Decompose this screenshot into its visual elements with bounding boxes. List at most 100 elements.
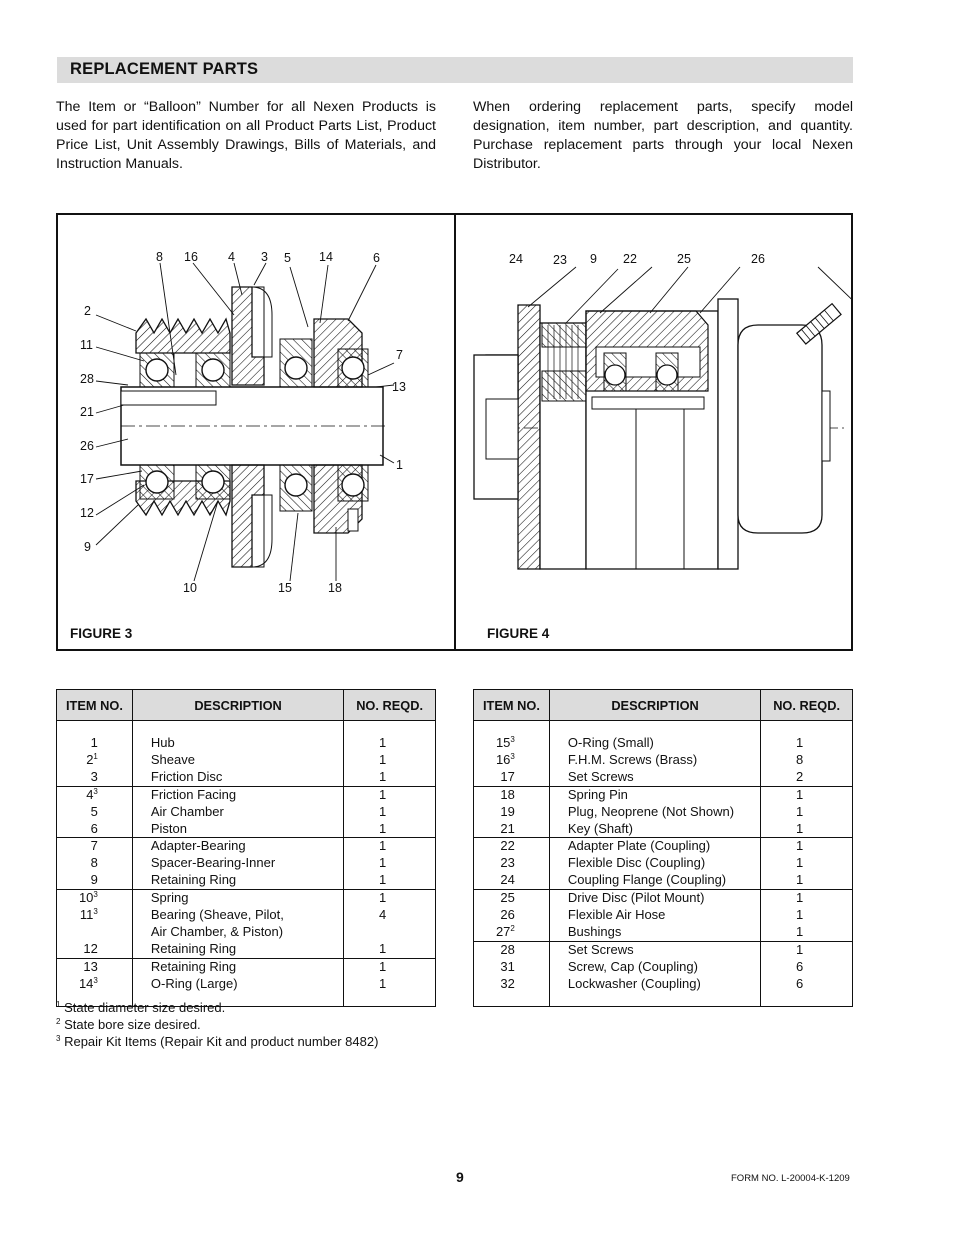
- part-description: Hub: [131, 735, 345, 752]
- intro-left-paragraph: The Item or “Balloon” Number for all Nex…: [56, 99, 436, 172]
- quantity-required: 1: [760, 803, 853, 821]
- item-number: 163: [473, 751, 550, 769]
- qty-header: NO. REQD.: [343, 689, 436, 721]
- part-description: Adapter Plate (Coupling): [548, 837, 762, 856]
- figure-3-caption: FIGURE 3: [70, 626, 133, 641]
- quantity-required: 4: [343, 907, 436, 924]
- callout-label: 13: [392, 380, 406, 394]
- callout-label: 9: [84, 540, 91, 554]
- part-description: Spacer-Bearing-Inner: [131, 855, 345, 873]
- callout-label: 21: [80, 405, 94, 419]
- quantity-required: 1: [760, 820, 853, 839]
- part-description: Air Chamber, & Piston): [131, 923, 345, 941]
- callout-label: 22: [623, 252, 637, 266]
- callout-label: 15: [278, 581, 292, 595]
- quantity-required: 1: [343, 768, 436, 787]
- part-description: Piston: [131, 820, 345, 839]
- item-number: 143: [56, 975, 133, 993]
- figure-divider: [454, 215, 456, 649]
- quantity-required: 1: [760, 923, 853, 942]
- table-row: Air Chamber, & Piston): [56, 923, 436, 941]
- item-number: 21: [473, 820, 550, 839]
- item-number: 21: [56, 751, 133, 769]
- part-description: Spring Pin: [548, 786, 762, 804]
- figures-panel: 8 16 4 3 5 14 6 2 11 7 28 13 21 26 1 17 …: [56, 213, 853, 651]
- item-number: [56, 923, 133, 941]
- item-no-header: ITEM NO.: [473, 689, 550, 721]
- quantity-required: 6: [760, 975, 853, 993]
- callout-label: 23: [553, 253, 567, 267]
- part-description: F.H.M. Screws (Brass): [548, 751, 762, 769]
- item-number: 13: [56, 958, 133, 976]
- item-number: 113: [56, 907, 133, 924]
- part-description: Plug, Neoprene (Not Shown): [548, 803, 762, 821]
- item-no-header: ITEM NO.: [56, 689, 133, 721]
- item-number: 28: [473, 941, 550, 959]
- item-number: 17: [473, 768, 550, 787]
- callout-label: 14: [319, 250, 333, 264]
- quantity-required: 1: [343, 872, 436, 891]
- footnote: 3 Repair Kit Items (Repair Kit and produ…: [56, 1034, 379, 1049]
- part-description: Adapter-Bearing: [131, 837, 345, 856]
- quantity-required: 1: [760, 837, 853, 856]
- item-number: 25: [473, 889, 550, 908]
- qty-header: NO. REQD.: [760, 689, 853, 721]
- callout-label: 7: [396, 348, 403, 362]
- item-number: 6: [56, 820, 133, 839]
- part-description: Retaining Ring: [131, 872, 345, 891]
- quantity-required: [343, 923, 436, 941]
- form-number: FORM NO. L-20004-K-1209: [731, 1173, 850, 1184]
- part-description: Friction Disc: [131, 768, 345, 787]
- part-description: Bushings: [548, 923, 762, 942]
- item-number: 19: [473, 803, 550, 821]
- part-description: Screw, Cap (Coupling): [548, 958, 762, 976]
- callout-label: 2: [84, 304, 91, 318]
- part-description: Set Screws: [548, 941, 762, 959]
- part-description: Sheave: [131, 751, 345, 769]
- quantity-required: 1: [343, 751, 436, 769]
- item-number: 26: [473, 907, 550, 924]
- quantity-required: 1: [760, 872, 853, 891]
- callout-label: 28: [80, 372, 94, 386]
- quantity-required: 1: [343, 735, 436, 752]
- callout-label: 24: [509, 252, 523, 266]
- quantity-required: 1: [760, 907, 853, 924]
- quantity-required: 1: [343, 803, 436, 821]
- callout-label: 26: [751, 252, 765, 266]
- footnotes: 1 State diameter size desired. 2 State b…: [56, 999, 378, 1050]
- item-number: 1: [56, 735, 133, 752]
- section-header: REPLACEMENT PARTS: [57, 57, 853, 83]
- part-description: Air Chamber: [131, 803, 345, 821]
- item-number: 22: [473, 837, 550, 856]
- part-description: Retaining Ring: [131, 958, 345, 976]
- section-title: REPLACEMENT PARTS: [70, 60, 259, 78]
- figure-4-drawing: 24 23 9 22 25 26: [473, 252, 852, 570]
- quantity-required: 1: [760, 735, 853, 752]
- callout-label: 4: [228, 250, 235, 264]
- item-number: 5: [56, 803, 133, 821]
- quantity-required: 1: [343, 958, 436, 976]
- figure-4-callouts: 24 23 9 22 25 26: [509, 252, 765, 267]
- part-description: Retaining Ring: [131, 940, 345, 959]
- quantity-required: 1: [343, 855, 436, 873]
- part-description: Spring: [131, 889, 345, 908]
- part-description: Friction Facing: [131, 786, 345, 804]
- part-description: Drive Disc (Pilot Mount): [548, 889, 762, 908]
